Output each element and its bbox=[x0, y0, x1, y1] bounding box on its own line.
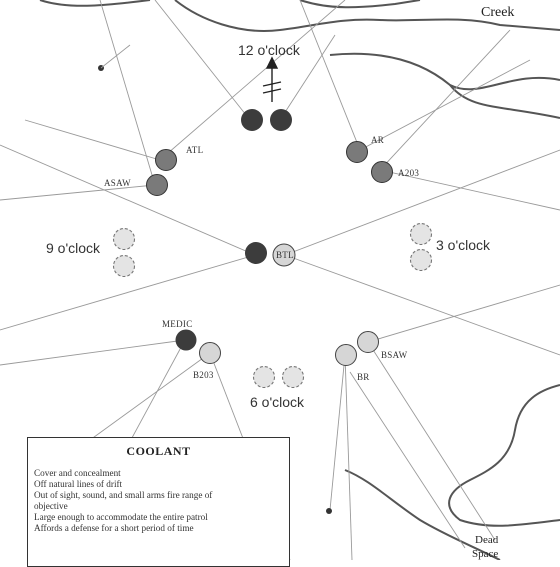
soldier-position-btl bbox=[272, 243, 296, 267]
soldier-position bbox=[270, 109, 292, 131]
sector-line bbox=[367, 284, 560, 343]
label-b203: B203 bbox=[193, 370, 214, 380]
sector-line bbox=[159, 0, 346, 161]
empty-position bbox=[409, 222, 433, 246]
sector-line bbox=[329, 354, 346, 511]
coolant-item: objective bbox=[34, 501, 68, 511]
sector-line bbox=[0, 184, 156, 201]
soldier-position-medic bbox=[175, 329, 197, 351]
six-oclock-label: 6 o'clock bbox=[250, 394, 305, 410]
sector-line bbox=[0, 144, 256, 256]
creek-line-upper bbox=[299, 0, 421, 9]
coolant-item: Out of sight, sound, and small arms fire… bbox=[34, 490, 213, 500]
dead-space-contour bbox=[448, 384, 560, 527]
empty-positions bbox=[112, 222, 433, 389]
coolant-item: Cover and concealment bbox=[34, 468, 121, 478]
label-asaw: ASAW bbox=[104, 178, 131, 188]
sector-line bbox=[100, 44, 131, 69]
sector-line bbox=[284, 254, 560, 356]
coolant-legend: COOLANT Cover and concealment Off natura… bbox=[27, 437, 290, 567]
soldier-position-br bbox=[335, 344, 357, 366]
sector-line bbox=[284, 149, 560, 256]
label-btl: BTL bbox=[276, 250, 294, 260]
sector-line bbox=[349, 371, 466, 549]
observation-post-marker bbox=[326, 508, 332, 514]
label-ar: AR bbox=[371, 135, 384, 145]
label-br: BR bbox=[357, 372, 370, 382]
soldier-position-asaw bbox=[146, 174, 168, 196]
label-medic: MEDIC bbox=[162, 319, 193, 329]
coolant-list: Cover and concealment Off natural lines … bbox=[34, 468, 289, 534]
twelve-oclock-label: 12 o'clock bbox=[238, 42, 301, 58]
terrain-contours bbox=[39, 0, 560, 560]
empty-position bbox=[281, 365, 305, 389]
sector-line bbox=[367, 341, 496, 541]
sector-line bbox=[379, 169, 560, 211]
empty-position bbox=[112, 254, 136, 278]
sector-line bbox=[344, 354, 353, 560]
sector-line bbox=[89, 352, 211, 441]
label-bsaw: BSAW bbox=[381, 350, 408, 360]
north-arrow bbox=[262, 56, 282, 102]
soldier-position bbox=[241, 109, 263, 131]
dead-space-label-line2: Space bbox=[472, 548, 498, 560]
creek-label: Creek bbox=[481, 5, 514, 20]
sector-line bbox=[0, 339, 186, 366]
empty-position bbox=[112, 227, 136, 251]
three-oclock-label: 3 o'clock bbox=[436, 237, 491, 253]
dead-space-contour-2 bbox=[344, 469, 501, 560]
soldier-position-atl bbox=[155, 149, 177, 171]
dead-space-label-line1: Dead bbox=[475, 534, 499, 546]
empty-position bbox=[252, 365, 276, 389]
sector-line bbox=[154, 0, 251, 121]
coolant-item: Off natural lines of drift bbox=[34, 479, 123, 489]
sector-line bbox=[359, 59, 531, 151]
sector-line bbox=[0, 254, 256, 331]
soldier-position-ar bbox=[346, 141, 368, 163]
nine-oclock-label: 9 o'clock bbox=[46, 240, 101, 256]
coolant-title: COOLANT bbox=[126, 444, 191, 458]
sector-line bbox=[299, 0, 361, 151]
bank-lower bbox=[449, 84, 560, 119]
label-atl: ATL bbox=[186, 145, 203, 155]
empty-position bbox=[409, 248, 433, 272]
soldier-position-a203 bbox=[371, 161, 393, 183]
soldier-position-b203 bbox=[199, 342, 221, 364]
river-bank bbox=[329, 52, 560, 91]
sector-line bbox=[379, 29, 511, 171]
ridge-line bbox=[39, 0, 151, 7]
sector-line bbox=[279, 34, 336, 121]
soldier-position bbox=[245, 242, 267, 264]
coolant-item: Large enough to accommodate the entire p… bbox=[34, 512, 208, 522]
sector-line bbox=[24, 119, 161, 161]
coolant-item: Affords a defense for a short period of … bbox=[34, 523, 194, 533]
soldier-positions bbox=[146, 109, 393, 366]
sector-line bbox=[99, 0, 156, 186]
soldier-position-bsaw bbox=[357, 331, 379, 353]
creek-line bbox=[174, 0, 560, 32]
label-a203: A203 bbox=[398, 168, 419, 178]
